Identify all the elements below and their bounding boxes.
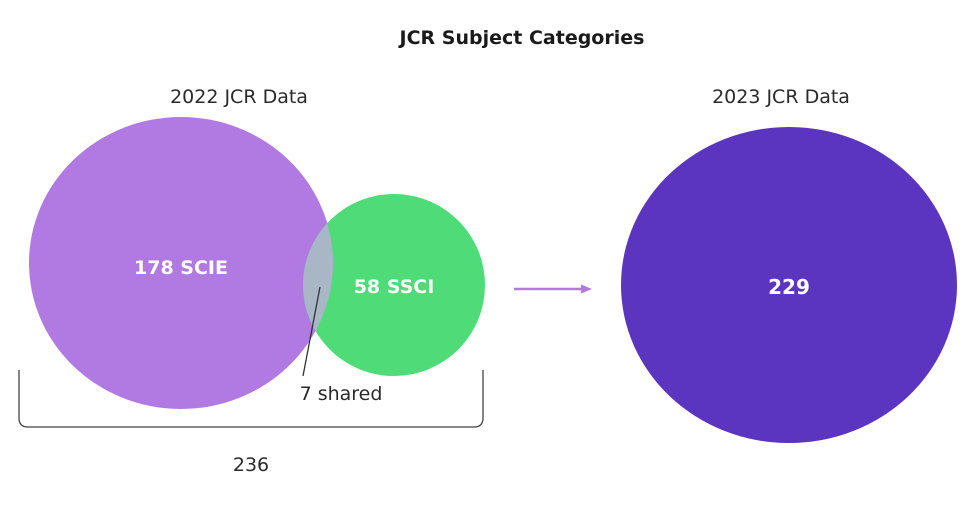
overlap-leader-line xyxy=(302,286,321,377)
overlap-label: 7 shared xyxy=(300,383,383,405)
scie-label: 178 SCIE xyxy=(134,257,228,279)
right-panel-heading: 2023 JCR Data xyxy=(712,86,850,108)
diagram-title: JCR Subject Categories xyxy=(398,27,645,49)
ssci-circle xyxy=(303,194,485,376)
left-panel-heading: 2022 JCR Data xyxy=(170,86,308,108)
total-label: 236 xyxy=(233,454,269,476)
jcr-2023-circle xyxy=(621,127,957,443)
jcr-2023-label: 229 xyxy=(768,275,810,299)
ssci-label: 58 SSCI xyxy=(354,276,435,298)
transition-arrow xyxy=(514,284,592,294)
scie-circle xyxy=(29,117,333,409)
total-bracket xyxy=(18,370,484,428)
